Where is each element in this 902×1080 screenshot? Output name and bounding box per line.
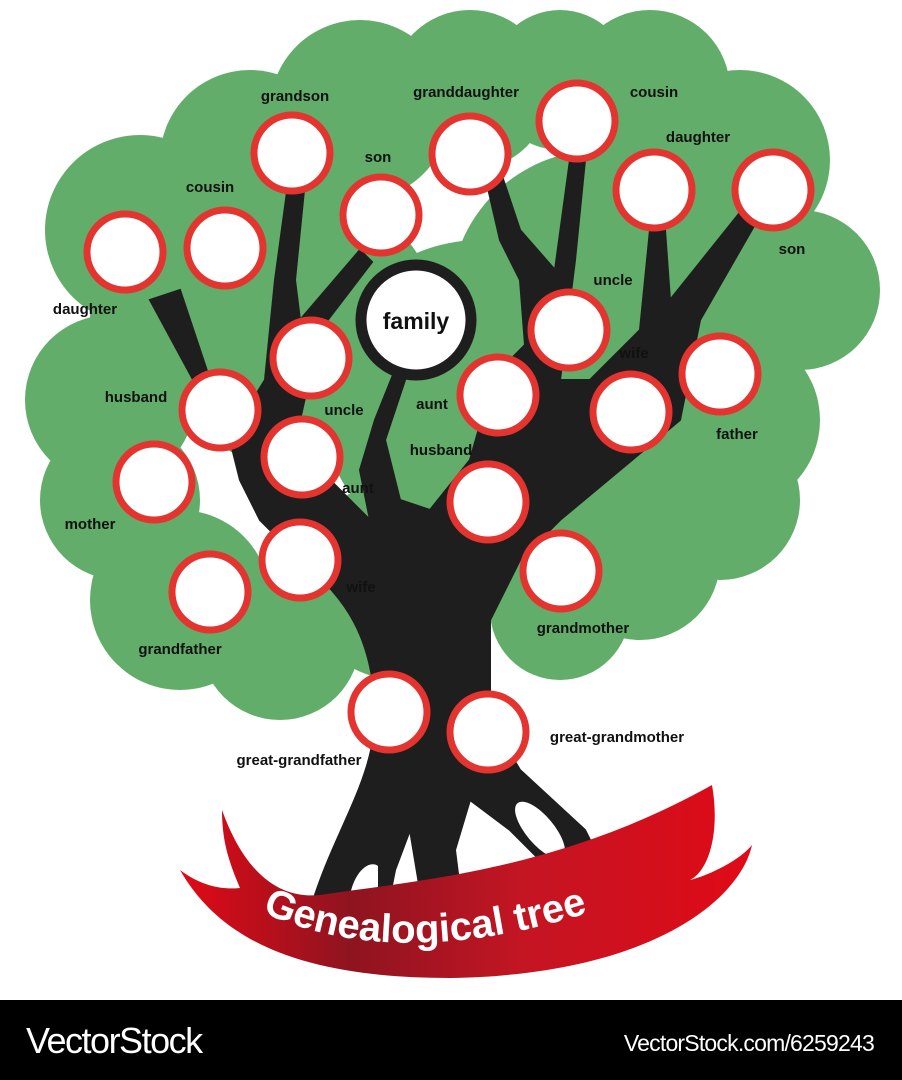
member-label: uncle — [324, 402, 363, 419]
family-center-node[interactable]: family — [355, 259, 477, 381]
photo-frame[interactable] — [260, 415, 344, 499]
photo-frame[interactable] — [446, 690, 530, 774]
title-banner: Genealogical tree — [180, 785, 752, 978]
member-label: wife — [345, 579, 375, 596]
member-label: aunt — [416, 396, 448, 413]
member-label: wife — [618, 345, 648, 362]
photo-frame[interactable] — [456, 353, 540, 437]
member-label: father — [716, 426, 758, 443]
photo-frame[interactable] — [612, 148, 696, 232]
member-node-grandmother[interactable]: grandmother — [519, 529, 630, 637]
canopy-blob — [720, 210, 880, 370]
photo-frame[interactable] — [678, 332, 762, 416]
photo-frame[interactable] — [83, 210, 167, 294]
photo-frame[interactable] — [527, 288, 611, 372]
member-label: husband — [105, 389, 168, 406]
photo-frame[interactable] — [112, 440, 196, 524]
member-node-grandfather[interactable]: grandfather — [138, 550, 252, 658]
member-node-wife[interactable]: wife — [589, 345, 673, 454]
member-node-father[interactable]: father — [678, 332, 762, 443]
photo-frame[interactable] — [347, 670, 431, 754]
member-node-aunt[interactable]: aunt — [416, 353, 540, 437]
member-label: cousin — [630, 84, 678, 101]
member-label: granddaughter — [413, 84, 519, 101]
member-node-grandson[interactable]: grandson — [250, 88, 334, 195]
member-label: aunt — [342, 480, 374, 497]
member-label: husband — [410, 442, 473, 459]
member-label: son — [779, 241, 806, 258]
photo-frame[interactable] — [269, 316, 353, 400]
photo-frame[interactable] — [446, 460, 530, 544]
member-node-son[interactable]: son — [339, 149, 423, 257]
member-label: daughter — [53, 301, 117, 318]
photo-frame[interactable] — [250, 111, 334, 195]
member-node-uncle[interactable]: uncle — [527, 272, 633, 372]
member-node-cousin[interactable]: cousin — [535, 79, 678, 163]
member-node-great-grandfather[interactable]: great-grandfather — [236, 670, 431, 769]
footer-bar: VectorStock VectorStock.com/6259243 — [0, 1000, 902, 1080]
member-label: grandson — [261, 88, 329, 105]
member-node-cousin[interactable]: cousin — [183, 179, 267, 290]
member-node-daughter[interactable]: daughter — [612, 129, 730, 232]
family-tree-illustration: family daughter cousin grandson son granddau… — [25, 10, 880, 978]
member-label: grandfather — [138, 641, 222, 658]
member-label: cousin — [186, 179, 234, 196]
photo-frame[interactable] — [519, 529, 603, 613]
member-node-son[interactable]: son — [731, 148, 815, 258]
member-node-wife[interactable]: wife — [258, 518, 376, 602]
photo-frame[interactable] — [589, 370, 673, 454]
brand-logo: VectorStock — [26, 1020, 203, 1061]
photo-frame[interactable] — [258, 518, 342, 602]
photo-frame[interactable] — [428, 112, 512, 196]
member-node-daughter[interactable]: daughter — [53, 210, 167, 318]
image-url: VectorStock.com/6259243 — [623, 1030, 875, 1056]
photo-frame[interactable] — [731, 148, 815, 232]
member-label: great-grandmother — [550, 729, 684, 746]
member-node-mother[interactable]: mother — [65, 440, 196, 533]
member-node-great-grandmother[interactable]: great-grandmother — [446, 690, 684, 774]
member-label: mother — [65, 516, 116, 533]
member-label: son — [365, 149, 392, 166]
photo-frame[interactable] — [178, 368, 262, 452]
member-label: uncle — [593, 272, 632, 289]
member-node-aunt[interactable]: aunt — [260, 415, 374, 499]
member-label: grandmother — [537, 620, 630, 637]
photo-frame[interactable] — [183, 206, 267, 290]
photo-frame[interactable] — [168, 550, 252, 634]
member-label: daughter — [666, 129, 730, 146]
family-label: family — [383, 308, 450, 334]
member-node-husband[interactable]: husband — [410, 442, 530, 544]
member-node-granddaughter[interactable]: granddaughter — [413, 84, 519, 196]
photo-frame[interactable] — [339, 173, 423, 257]
member-label: great-grandfather — [236, 752, 361, 769]
photo-frame[interactable] — [535, 79, 619, 163]
member-node-husband[interactable]: husband — [105, 368, 262, 452]
member-node-uncle[interactable]: uncle — [269, 316, 364, 419]
